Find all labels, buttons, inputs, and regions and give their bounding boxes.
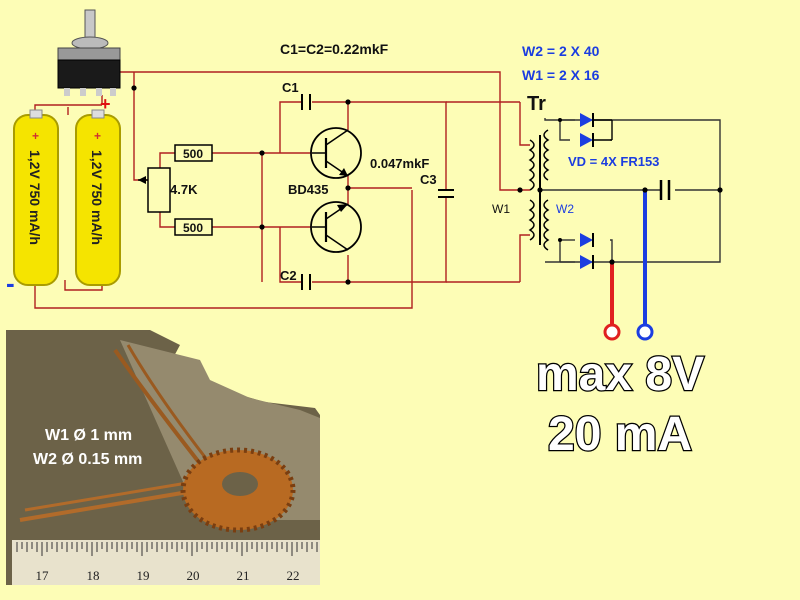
junction-dots <box>131 85 723 285</box>
capacitance-note: C1=C2=0.22mkF <box>280 41 389 57</box>
transistor-label: BD435 <box>288 182 328 197</box>
output-positive-terminal <box>603 323 621 341</box>
w1-wire-diameter: W1 Ø 1 mm <box>45 427 132 444</box>
pot-label: 4.7K <box>170 182 198 197</box>
svg-text:500: 500 <box>183 221 203 235</box>
ruler-label-22: 22 <box>287 568 300 583</box>
transistor-top <box>310 127 362 179</box>
ruler-label-19: 19 <box>137 568 150 583</box>
resistor-bottom: 500 <box>174 218 213 236</box>
capacitor-c3 <box>438 189 454 198</box>
transformer-label: Tr <box>527 93 546 115</box>
battery-1: + 1,2V 750 mA/h <box>13 109 59 286</box>
diode-2 <box>580 120 613 147</box>
transformer <box>528 129 550 251</box>
output-negative-terminal <box>636 323 654 341</box>
capacitor-c1 <box>301 94 311 110</box>
toroid-photo <box>6 330 320 585</box>
w2-wire-diameter: W2 Ø 0.15 mm <box>33 451 142 468</box>
w2-turns-note: W2 = 2 X 40 <box>522 43 600 59</box>
battery-2: + 1,2V 750 mA/h <box>75 109 121 286</box>
ruler-label-17: 17 <box>36 568 50 583</box>
diode-3 <box>580 233 594 247</box>
ruler <box>12 540 320 585</box>
wiring <box>34 71 721 309</box>
ruler-label-20: 20 <box>187 568 200 583</box>
max-current-text: 20 mA <box>548 408 692 461</box>
plus-sign: + <box>100 94 111 114</box>
ruler-label-18: 18 <box>87 568 100 583</box>
output-capacitor <box>659 180 671 200</box>
diode-1 <box>580 113 612 127</box>
minus-sign: - <box>6 268 15 298</box>
cap-value-label: 0.047mkF <box>370 156 429 171</box>
svg-text:+: + <box>32 129 39 143</box>
capacitor-c2 <box>301 274 311 290</box>
max-voltage-text: max 8V <box>536 348 704 401</box>
battery-1-label: 1,2V 750 mA/h <box>27 150 43 245</box>
resistor-top: 500 <box>174 144 213 162</box>
potentiometer <box>138 167 171 213</box>
toggle-switch <box>57 9 121 96</box>
svg-text:500: 500 <box>183 147 203 161</box>
diode-4 <box>580 255 594 269</box>
svg-text:+: + <box>94 129 101 143</box>
ruler-ticks <box>16 542 318 556</box>
w1-turns-note: W1 = 2 X 16 <box>522 67 600 83</box>
w1-winding-label: W1 <box>492 202 510 216</box>
battery-2-label: 1,2V 750 mA/h <box>89 150 105 245</box>
ruler-label-21: 21 <box>237 568 250 583</box>
c1-label: C1 <box>282 80 299 95</box>
c3-label: C3 <box>420 172 437 187</box>
c2-label: C2 <box>280 268 297 283</box>
transistor-bottom <box>310 201 362 253</box>
diode-label: VD = 4X FR153 <box>568 154 659 169</box>
w2-winding-label: W2 <box>556 202 574 216</box>
